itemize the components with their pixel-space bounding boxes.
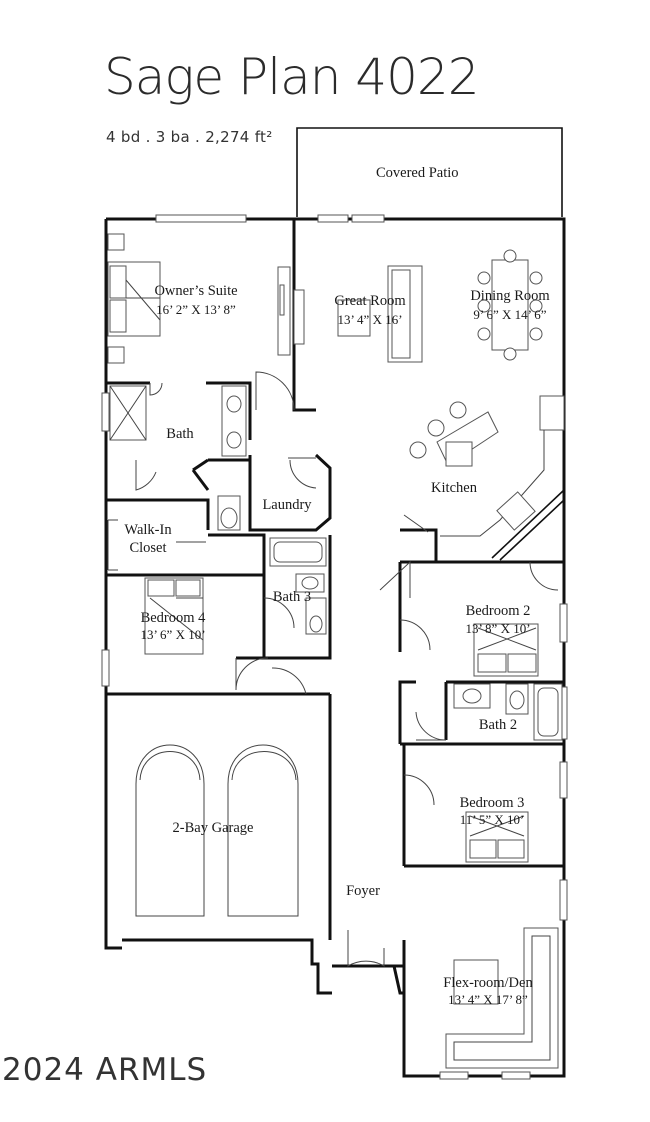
flex-room-dims: 13’ 4” X 17’ 8” (448, 992, 528, 1007)
armls-watermark: 2024 ARMLS (2, 1052, 208, 1088)
room-walk-in-closet-line2: Closet (129, 540, 166, 556)
bedroom-2-dims: 13’ 8” X 10’ (465, 621, 530, 636)
plan-specs: 4 bd . 3 ba . 2,274 ft² (106, 128, 273, 146)
bath2-fixtures (453, 683, 563, 741)
great-room-furniture (337, 265, 423, 363)
room-flex-room: Flex-room/Den (443, 975, 533, 991)
room-garage: 2-Bay Garage (173, 820, 254, 836)
room-bedroom-4: Bedroom 4 (141, 610, 207, 626)
room-laundry: Laundry (262, 497, 312, 513)
room-bedroom-2: Bedroom 2 (466, 603, 531, 619)
windows (101, 214, 568, 1080)
room-owners-suite: Owner’s Suite (154, 283, 237, 299)
room-bath: Bath (166, 426, 194, 442)
bedroom-3-dims: 11’ 5” X 10’ (460, 812, 525, 827)
owners-suite-dims: 16’ 2” X 13’ 8” (156, 302, 236, 317)
room-bath-2: Bath 2 (479, 717, 517, 733)
plan-title: Sage Plan 4022 (104, 48, 480, 106)
room-bath-3: Bath 3 (273, 589, 311, 605)
owners-bed (107, 233, 305, 364)
room-foyer: Foyer (346, 883, 380, 899)
bath3-fixtures (269, 537, 327, 635)
room-bedroom-3: Bedroom 3 (460, 795, 525, 811)
kitchen-fixtures (409, 395, 565, 537)
bedroom4-bed (144, 577, 204, 655)
flex-room-furniture (445, 927, 559, 1069)
great-room-dims: 13’ 4” X 16’ (337, 312, 402, 327)
interior-walls (106, 219, 565, 868)
room-great-room: Great Room (334, 293, 406, 309)
dining-table (477, 249, 543, 361)
room-kitchen: Kitchen (431, 480, 478, 496)
bedroom-4-dims: 13’ 6” X 10’ (140, 627, 205, 642)
dining-room-dims: 9’ 6” X 14’ 6” (473, 307, 546, 322)
room-dining-room: Dining Room (470, 288, 550, 304)
door-swings (135, 371, 559, 967)
room-walk-in-closet-line1: Walk-In (124, 522, 172, 538)
closet-shelves (107, 519, 206, 571)
master-bath-fixtures (109, 385, 247, 531)
garage-cars (135, 744, 299, 917)
bedroom3-bed (465, 811, 529, 863)
bedroom2-bed (473, 623, 539, 677)
covered-patio-outline (296, 127, 563, 217)
room-covered-patio: Covered Patio (376, 165, 459, 181)
exterior-walls (104, 217, 566, 1078)
